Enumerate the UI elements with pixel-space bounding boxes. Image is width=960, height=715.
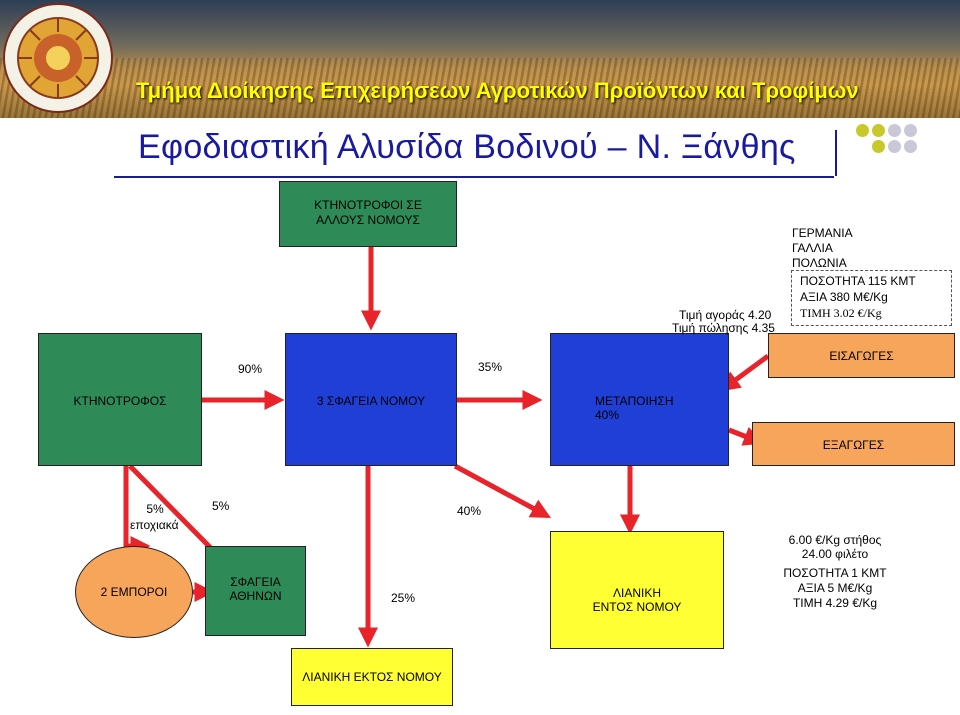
node-merchants: 2 ΕΜΠΟΡΟΙ [75, 546, 193, 638]
header-banner: Τμήμα Διοίκησης Επιχειρήσεων Αγροτικών Π… [0, 0, 960, 118]
node-athens-slaughterhouses: ΣΦΑΓΕΙΑ ΑΘΗΝΩΝ [205, 546, 306, 636]
node-other-breeders-line1: ΚΤΗΝΟΤΡΟΦΟΙ ΣΕ [314, 198, 422, 212]
node-athens-line2: ΑΘΗΝΩΝ [229, 589, 282, 603]
node-processing-label: ΜΕΤΑΠΟΙΗΣΗ [595, 394, 674, 408]
node-processing-share: 40% [595, 408, 620, 422]
node-imports: ΕΙΣΑΓΩΓΕΣ [768, 333, 955, 378]
import-price: ΤΙΜΗ 3.02 €/Kg [800, 306, 882, 320]
node-local-retail: ΛΙΑΝΙΚΗ ΕΝΤΟΣ ΝΟΜΟΥ [550, 531, 724, 649]
import-country: ΓΕΡΜΑΝΙΑ [792, 226, 853, 240]
node-breeder-label: ΚΤΗΝΟΤΡΟΦΟΣ [73, 394, 167, 408]
node-merchants-label: 2 ΕΜΠΟΡΟΙ [100, 585, 168, 599]
node-local-retail-line2: ΕΝΤΟΣ ΝΟΜΟΥ [592, 600, 682, 614]
flow-label-breeder-slaughter: 90% [238, 362, 263, 376]
retail-quantity: ΠΟΣΟΤΗΤΑ 1 ΚΜΤ [783, 566, 887, 580]
node-other-breeders: ΚΤΗΝΟΤΡΟΦΟΙ ΣΕ ΑΛΛΟΥΣ ΝΟΜΟΥΣ [279, 181, 457, 247]
node-slaughterhouses: 3 ΣΦΑΓΕΙΑ ΝΟΜΟΥ [285, 333, 457, 466]
retail-value: ΑΞΙΑ 5 Μ€/Kg [797, 581, 873, 595]
node-outside-retail-label: ΛΙΑΝΙΚΗ ΕΚΤΟΣ ΝΟΜΟΥ [302, 670, 442, 684]
node-processing: ΜΕΤΑΠΟΙΗΣΗ 40% [550, 333, 729, 466]
node-exports: ΕΞΑΓΩΓΕΣ [752, 422, 955, 466]
node-imports-label: ΕΙΣΑΓΩΓΕΣ [829, 349, 894, 363]
price-buy: Τιμή αγοράς 4.20 [679, 308, 772, 322]
title-underline [114, 176, 834, 178]
title-divider [835, 130, 837, 176]
node-local-retail-line1: ΛΙΑΝΙΚΗ [612, 586, 662, 600]
arrow-imports-to-processing [719, 353, 770, 392]
retail-price-breast: 6.00 €/Kg στήθος [788, 533, 882, 547]
import-value: ΑΞΙΑ 380 Μ€/Kg [800, 290, 888, 304]
node-breeder: ΚΤΗΝΟΤΡΟΦΟΣ [38, 333, 202, 466]
flow-label-seasonal-pct: 5% [146, 502, 164, 516]
node-slaughterhouses-label: 3 ΣΦΑΓΕΙΑ ΝΟΜΟΥ [316, 394, 426, 408]
import-details-box: ΠΟΣΟΤΗΤΑ 115 ΚΜΤ ΑΞΙΑ 380 Μ€/Kg ΤΙΜΗ 3.0… [791, 270, 952, 326]
import-quantity: ΠΟΣΟΤΗΤΑ 115 ΚΜΤ [800, 274, 916, 288]
arrow-processing-to-exports [728, 426, 764, 446]
flow-label-slaughter-processing: 35% [478, 360, 503, 374]
node-exports-label: ΕΞΑΓΩΓΕΣ [822, 438, 885, 452]
arrow-slaughter-to-local-retail [453, 463, 551, 518]
flow-label-seasonal: εποχιακά [130, 518, 179, 532]
university-seal-logo [3, 3, 113, 113]
node-other-breeders-line2: ΑΛΛΟΥΣ ΝΟΜΟΥΣ [316, 213, 420, 227]
node-outside-retail: ΛΙΑΝΙΚΗ ΕΚΤΟΣ ΝΟΜΟΥ [291, 648, 453, 706]
retail-price: ΤΙΜΗ 4.29 €/Kg [792, 596, 878, 610]
node-athens-line1: ΣΦΑΓΕΙΑ [230, 575, 281, 589]
price-sell: Τιμή πώλησης 4.35 [672, 321, 775, 335]
page-title: Εφοδιαστική Αλυσίδα Βοδινού – Ν. Ξάνθης [138, 128, 796, 166]
retail-price-fillet: 24.00 φιλέτο [801, 547, 869, 561]
import-country: ΓΑΛΛΙΑ [792, 241, 833, 255]
flow-label-to-outside: 25% [391, 591, 416, 605]
wheat-field-photo [0, 58, 960, 118]
flow-label-to-athens: 5% [212, 499, 230, 513]
department-name: Τμήμα Διοίκησης Επιχειρήσεων Αγροτικών Π… [136, 78, 859, 103]
import-country: ΠΟΛΩΝΙΑ [792, 256, 847, 270]
flow-label-to-retail: 40% [457, 504, 482, 518]
